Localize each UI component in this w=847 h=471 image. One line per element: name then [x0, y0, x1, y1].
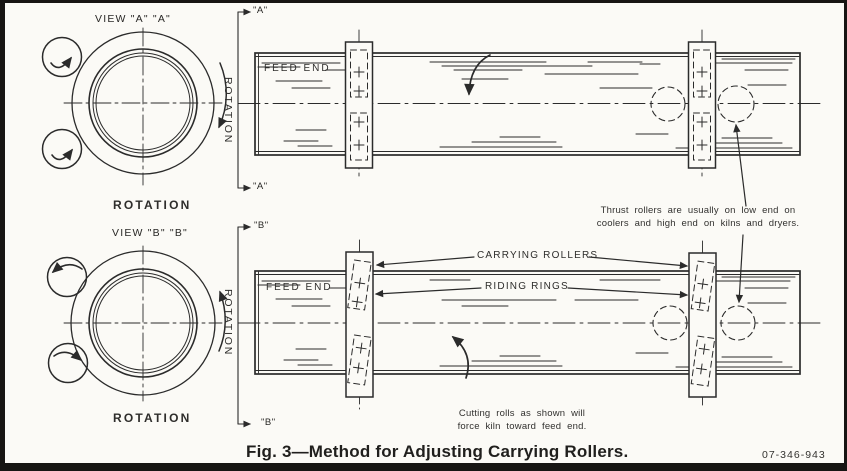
roller-rotation-arrow-icon: [50, 56, 73, 69]
carrying-rollers-label: CARRYING ROLLERS: [477, 250, 599, 261]
roller-top-circle: [41, 36, 83, 78]
adjust-direction-arrow-icon: [451, 335, 470, 379]
roller-rotation-arrow-icon: [53, 350, 83, 362]
roller-bottom-circle: [47, 342, 89, 384]
riding-rings-label: RIDING RINGS: [485, 281, 569, 292]
thrust-rollers-note-line1: Thrust rollers are usually on low end on: [600, 205, 796, 216]
thrust-note-leaders: [733, 123, 747, 304]
thrust-rollers-note: Thrust rollers are usually on low end on…: [588, 205, 808, 230]
document-number: 07-346-943: [762, 449, 826, 461]
kiln-b-drawing: [237, 223, 823, 428]
adjust-direction-arrow-icon: [464, 54, 491, 96]
roller-rotation-arrow-icon: [51, 148, 74, 161]
riding-ring-right: [652, 240, 756, 410]
feed-end-label-b: FEED END: [266, 282, 333, 293]
figure-caption: Fig. 3—Method for Adjusting Carrying Rol…: [246, 442, 629, 461]
section-marker-a-bottom: "A": [253, 181, 268, 192]
thrust-roller-circle: [652, 305, 688, 341]
cutting-rolls-note-line1: Cutting rolls as shown will: [458, 408, 586, 419]
view-a-rotation-side-label: ROTATION: [222, 77, 234, 145]
riding-ring-left: [345, 239, 374, 410]
view-b-title: VIEW "B" "B": [112, 227, 188, 239]
callout-leaders: [374, 256, 689, 299]
rotation-arrow-icon: [218, 62, 227, 129]
cutting-rolls-note: Cutting rolls as shown will force kiln t…: [452, 408, 592, 433]
section-marker-b-top: "B": [254, 220, 269, 231]
view-a-rotation-label: ROTATION: [113, 198, 192, 212]
view-a-section-drawing: [41, 27, 227, 186]
roller-bottom-circle: [41, 128, 83, 170]
view-b-rotation-label: ROTATION: [113, 411, 192, 425]
feed-end-label-a: FEED END: [264, 63, 331, 74]
view-a-title: VIEW "A" "A": [95, 13, 171, 25]
kiln-a-drawing: [237, 8, 823, 192]
roller-top-circle: [46, 256, 88, 298]
riding-ring-right: [650, 29, 755, 181]
section-marker-a-top: "A": [253, 5, 268, 16]
view-b-rotation-side-label: ROTATION: [222, 289, 234, 357]
thrust-roller-circle: [650, 86, 686, 122]
cutting-rolls-note-line2: force kiln toward feed end.: [457, 420, 587, 432]
riding-ring-left: [344, 29, 374, 181]
rotation-arrow-icon: [218, 290, 228, 352]
thrust-rollers-note-line2: coolers and high end on kilns and dryers…: [596, 217, 800, 229]
section-marker-b-bottom: "B": [261, 417, 276, 428]
thrust-roller-circle: [720, 305, 756, 341]
view-b-section-drawing: [46, 245, 228, 402]
thrust-roller-circle: [717, 85, 755, 123]
roller-rotation-arrow-icon: [51, 262, 83, 274]
